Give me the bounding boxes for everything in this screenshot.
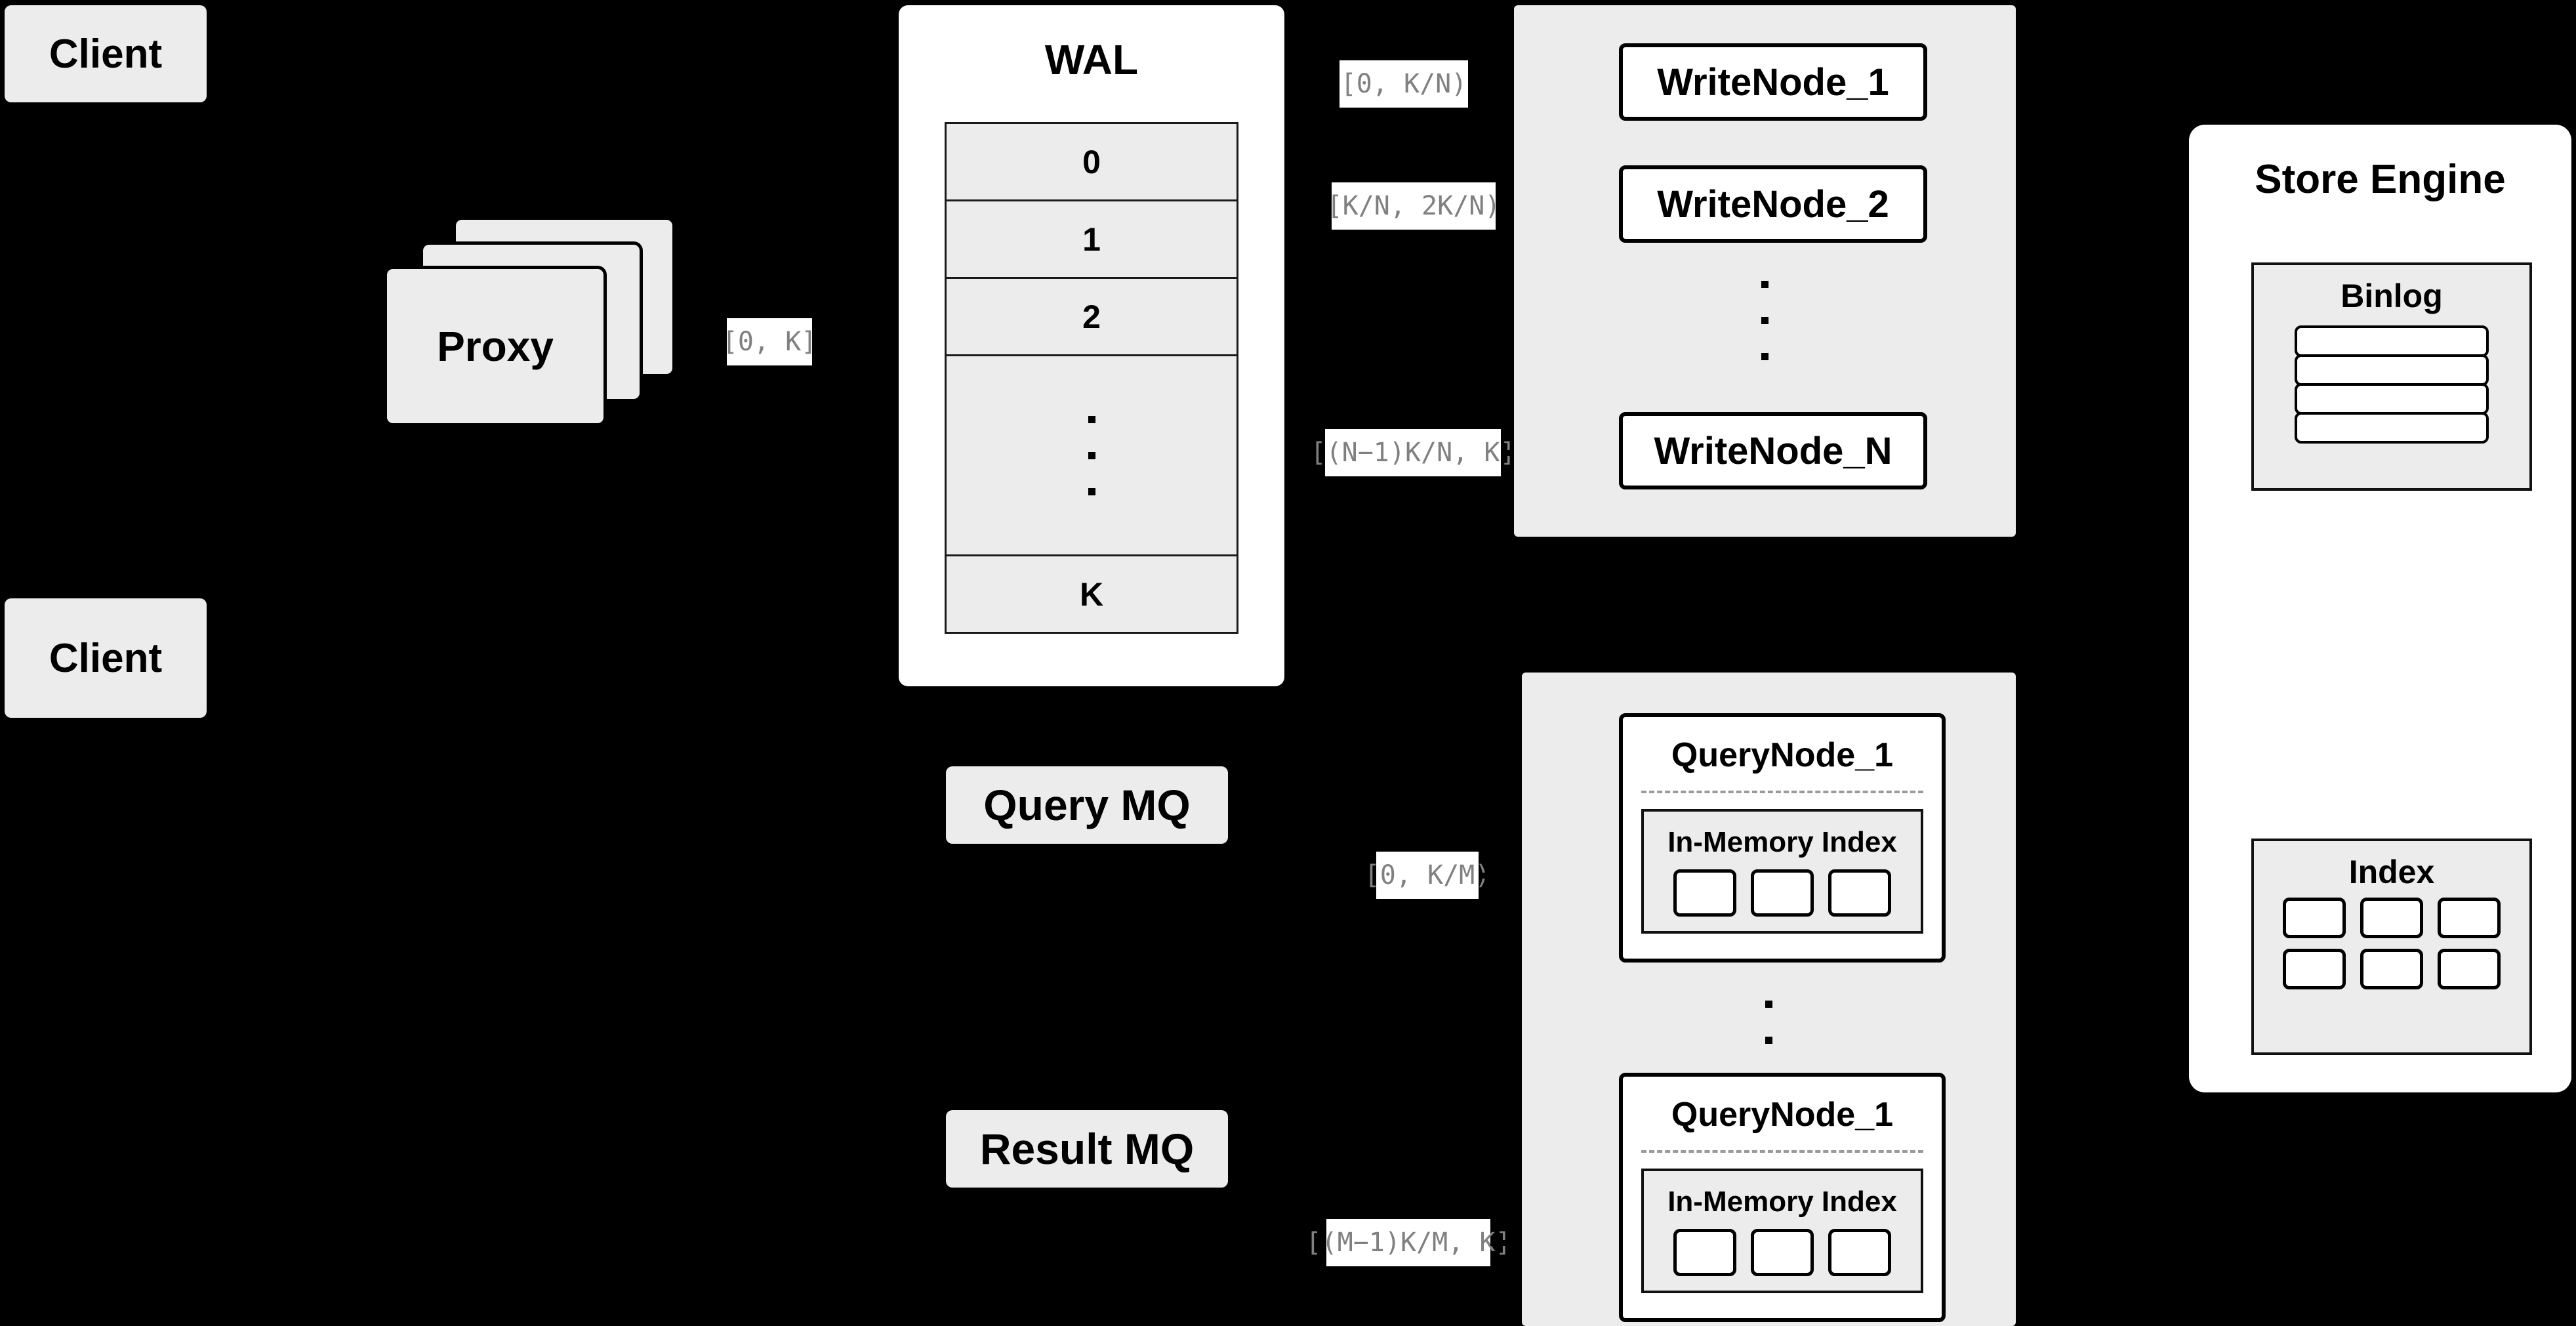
index-cell bbox=[1673, 869, 1736, 917]
index-cell bbox=[2438, 949, 2501, 989]
range-label-query-node-1-text: [0, K/M) bbox=[1364, 860, 1491, 890]
write-node-n-label: WriteNode_N bbox=[1654, 429, 1892, 472]
query-mq-label: Query MQ bbox=[983, 781, 1191, 829]
query-node-m-index-cells bbox=[1644, 1229, 1921, 1276]
index-cell bbox=[1673, 1229, 1736, 1276]
query-node-m-title: QueryNode_1 bbox=[1671, 1096, 1894, 1134]
index-cell bbox=[1751, 869, 1814, 917]
range-label-write-node-2-text: [K/N, 2K/N) bbox=[1326, 191, 1501, 221]
query-node-m-separator bbox=[1641, 1150, 1923, 1153]
store-engine-title: Store Engine bbox=[2255, 157, 2506, 202]
wal-panel: WAL 0 1 2 K bbox=[899, 5, 1284, 686]
ellipsis-dot-icon bbox=[1088, 451, 1095, 459]
wal-row-0: 0 bbox=[947, 124, 1237, 201]
query-node-1: QueryNode_1 In-Memory Index bbox=[1619, 713, 1946, 963]
query-mq-box: Query MQ bbox=[946, 766, 1228, 844]
proxy-label: Proxy bbox=[437, 322, 554, 370]
index-cell bbox=[2438, 898, 2501, 938]
result-mq-box: Result MQ bbox=[946, 1110, 1228, 1188]
ellipsis-dot-icon bbox=[1761, 281, 1768, 288]
arrow-line-store-index bbox=[2162, 943, 2191, 948]
index-cell bbox=[2283, 949, 2346, 989]
write-node-1: WriteNode_1 bbox=[1619, 43, 1927, 121]
wal-table: 0 1 2 K bbox=[945, 122, 1238, 634]
client-label-1: Client bbox=[49, 31, 163, 77]
result-mq-label: Result MQ bbox=[979, 1125, 1195, 1173]
range-label-query-node-m-text: [(M−1)K/M, K] bbox=[1305, 1228, 1511, 1258]
ellipsis-dot-icon bbox=[1761, 353, 1768, 360]
index-title: Index bbox=[2348, 854, 2435, 890]
index-cell bbox=[1751, 1229, 1814, 1276]
client-box-1: Client bbox=[5, 5, 207, 102]
index-cell bbox=[1828, 1229, 1891, 1276]
client-box-2: Client bbox=[5, 598, 207, 718]
range-label-write-node-1-text: [0, K/N) bbox=[1340, 69, 1467, 99]
query-node-1-in-memory-index: In-Memory Index bbox=[1641, 809, 1923, 934]
wal-row-1: 1 bbox=[947, 201, 1237, 279]
range-label-write-node-n: [(N−1)K/N, K] bbox=[1310, 429, 1516, 476]
index-grid-row bbox=[2280, 949, 2503, 989]
index-cell bbox=[2360, 898, 2423, 938]
index-grid-row bbox=[2280, 898, 2503, 938]
range-label-write-node-1: [0, K/N) bbox=[1339, 60, 1468, 108]
index-cell bbox=[2283, 898, 2346, 938]
write-node-n: WriteNode_N bbox=[1619, 412, 1927, 489]
wal-row-k: K bbox=[1079, 575, 1104, 613]
query-node-1-separator bbox=[1641, 791, 1923, 793]
range-label-write-node-2: [K/N, 2K/N) bbox=[1327, 182, 1500, 230]
store-engine-panel: Store Engine Binlog Index bbox=[2189, 125, 2571, 1092]
range-label-query-node-m: [(M−1)K/M, K] bbox=[1305, 1219, 1511, 1266]
query-node-m: QueryNode_1 In-Memory Index bbox=[1619, 1073, 1946, 1322]
wal-title: WAL bbox=[1044, 36, 1139, 83]
binlog-bars bbox=[2295, 325, 2489, 444]
range-label-proxy-to-wal: [0, K] bbox=[722, 318, 817, 365]
write-node-2: WriteNode_2 bbox=[1619, 165, 1927, 243]
query-node-1-index-title: In-Memory Index bbox=[1667, 826, 1897, 858]
proxy-box: Proxy bbox=[384, 266, 607, 426]
range-label-proxy-to-wal-text: [0, K] bbox=[722, 327, 817, 357]
client-label-2: Client bbox=[49, 635, 163, 681]
binlog-title: Binlog bbox=[2341, 278, 2443, 314]
binlog-bar bbox=[2295, 325, 2489, 357]
range-label-write-node-n-text: [(N−1)K/N, K] bbox=[1310, 438, 1516, 468]
query-node-cluster-panel: QueryNode_1 In-Memory Index QueryNode_1 … bbox=[1522, 673, 2016, 1326]
write-node-2-label: WriteNode_2 bbox=[1657, 182, 1889, 226]
ellipsis-dot-icon bbox=[1765, 1037, 1772, 1044]
query-node-ellipsis bbox=[1522, 1001, 2016, 1080]
index-cell bbox=[1828, 869, 1891, 917]
index-cell bbox=[2360, 949, 2423, 989]
wal-row-2: 2 bbox=[947, 279, 1237, 356]
binlog-bar bbox=[2295, 412, 2489, 444]
ellipsis-dot-icon bbox=[1765, 1001, 1772, 1008]
index-panel: Index bbox=[2251, 839, 2532, 1055]
wal-row-ellipsis bbox=[947, 356, 1237, 556]
write-node-ellipsis bbox=[1514, 281, 2016, 360]
query-node-m-in-memory-index: In-Memory Index bbox=[1641, 1169, 1923, 1293]
query-node-1-title: QueryNode_1 bbox=[1671, 736, 1894, 774]
index-grid bbox=[2280, 898, 2503, 989]
write-node-1-label: WriteNode_1 bbox=[1657, 60, 1889, 104]
range-label-query-node-1: [0, K/M) bbox=[1364, 852, 1490, 899]
ellipsis-dot-icon bbox=[1088, 415, 1095, 423]
binlog-panel: Binlog bbox=[2251, 262, 2532, 491]
ellipsis-dot-icon bbox=[1088, 487, 1095, 495]
query-node-m-index-title: In-Memory Index bbox=[1667, 1186, 1897, 1218]
ellipsis-dot-icon bbox=[1761, 317, 1768, 324]
binlog-bar bbox=[2295, 354, 2489, 386]
query-node-1-index-cells bbox=[1644, 869, 1921, 917]
write-node-cluster-panel: WriteNode_1 WriteNode_2 WriteNode_N bbox=[1514, 5, 2016, 537]
arrow-line-store-binlog bbox=[2162, 387, 2191, 392]
binlog-bar bbox=[2295, 383, 2489, 415]
